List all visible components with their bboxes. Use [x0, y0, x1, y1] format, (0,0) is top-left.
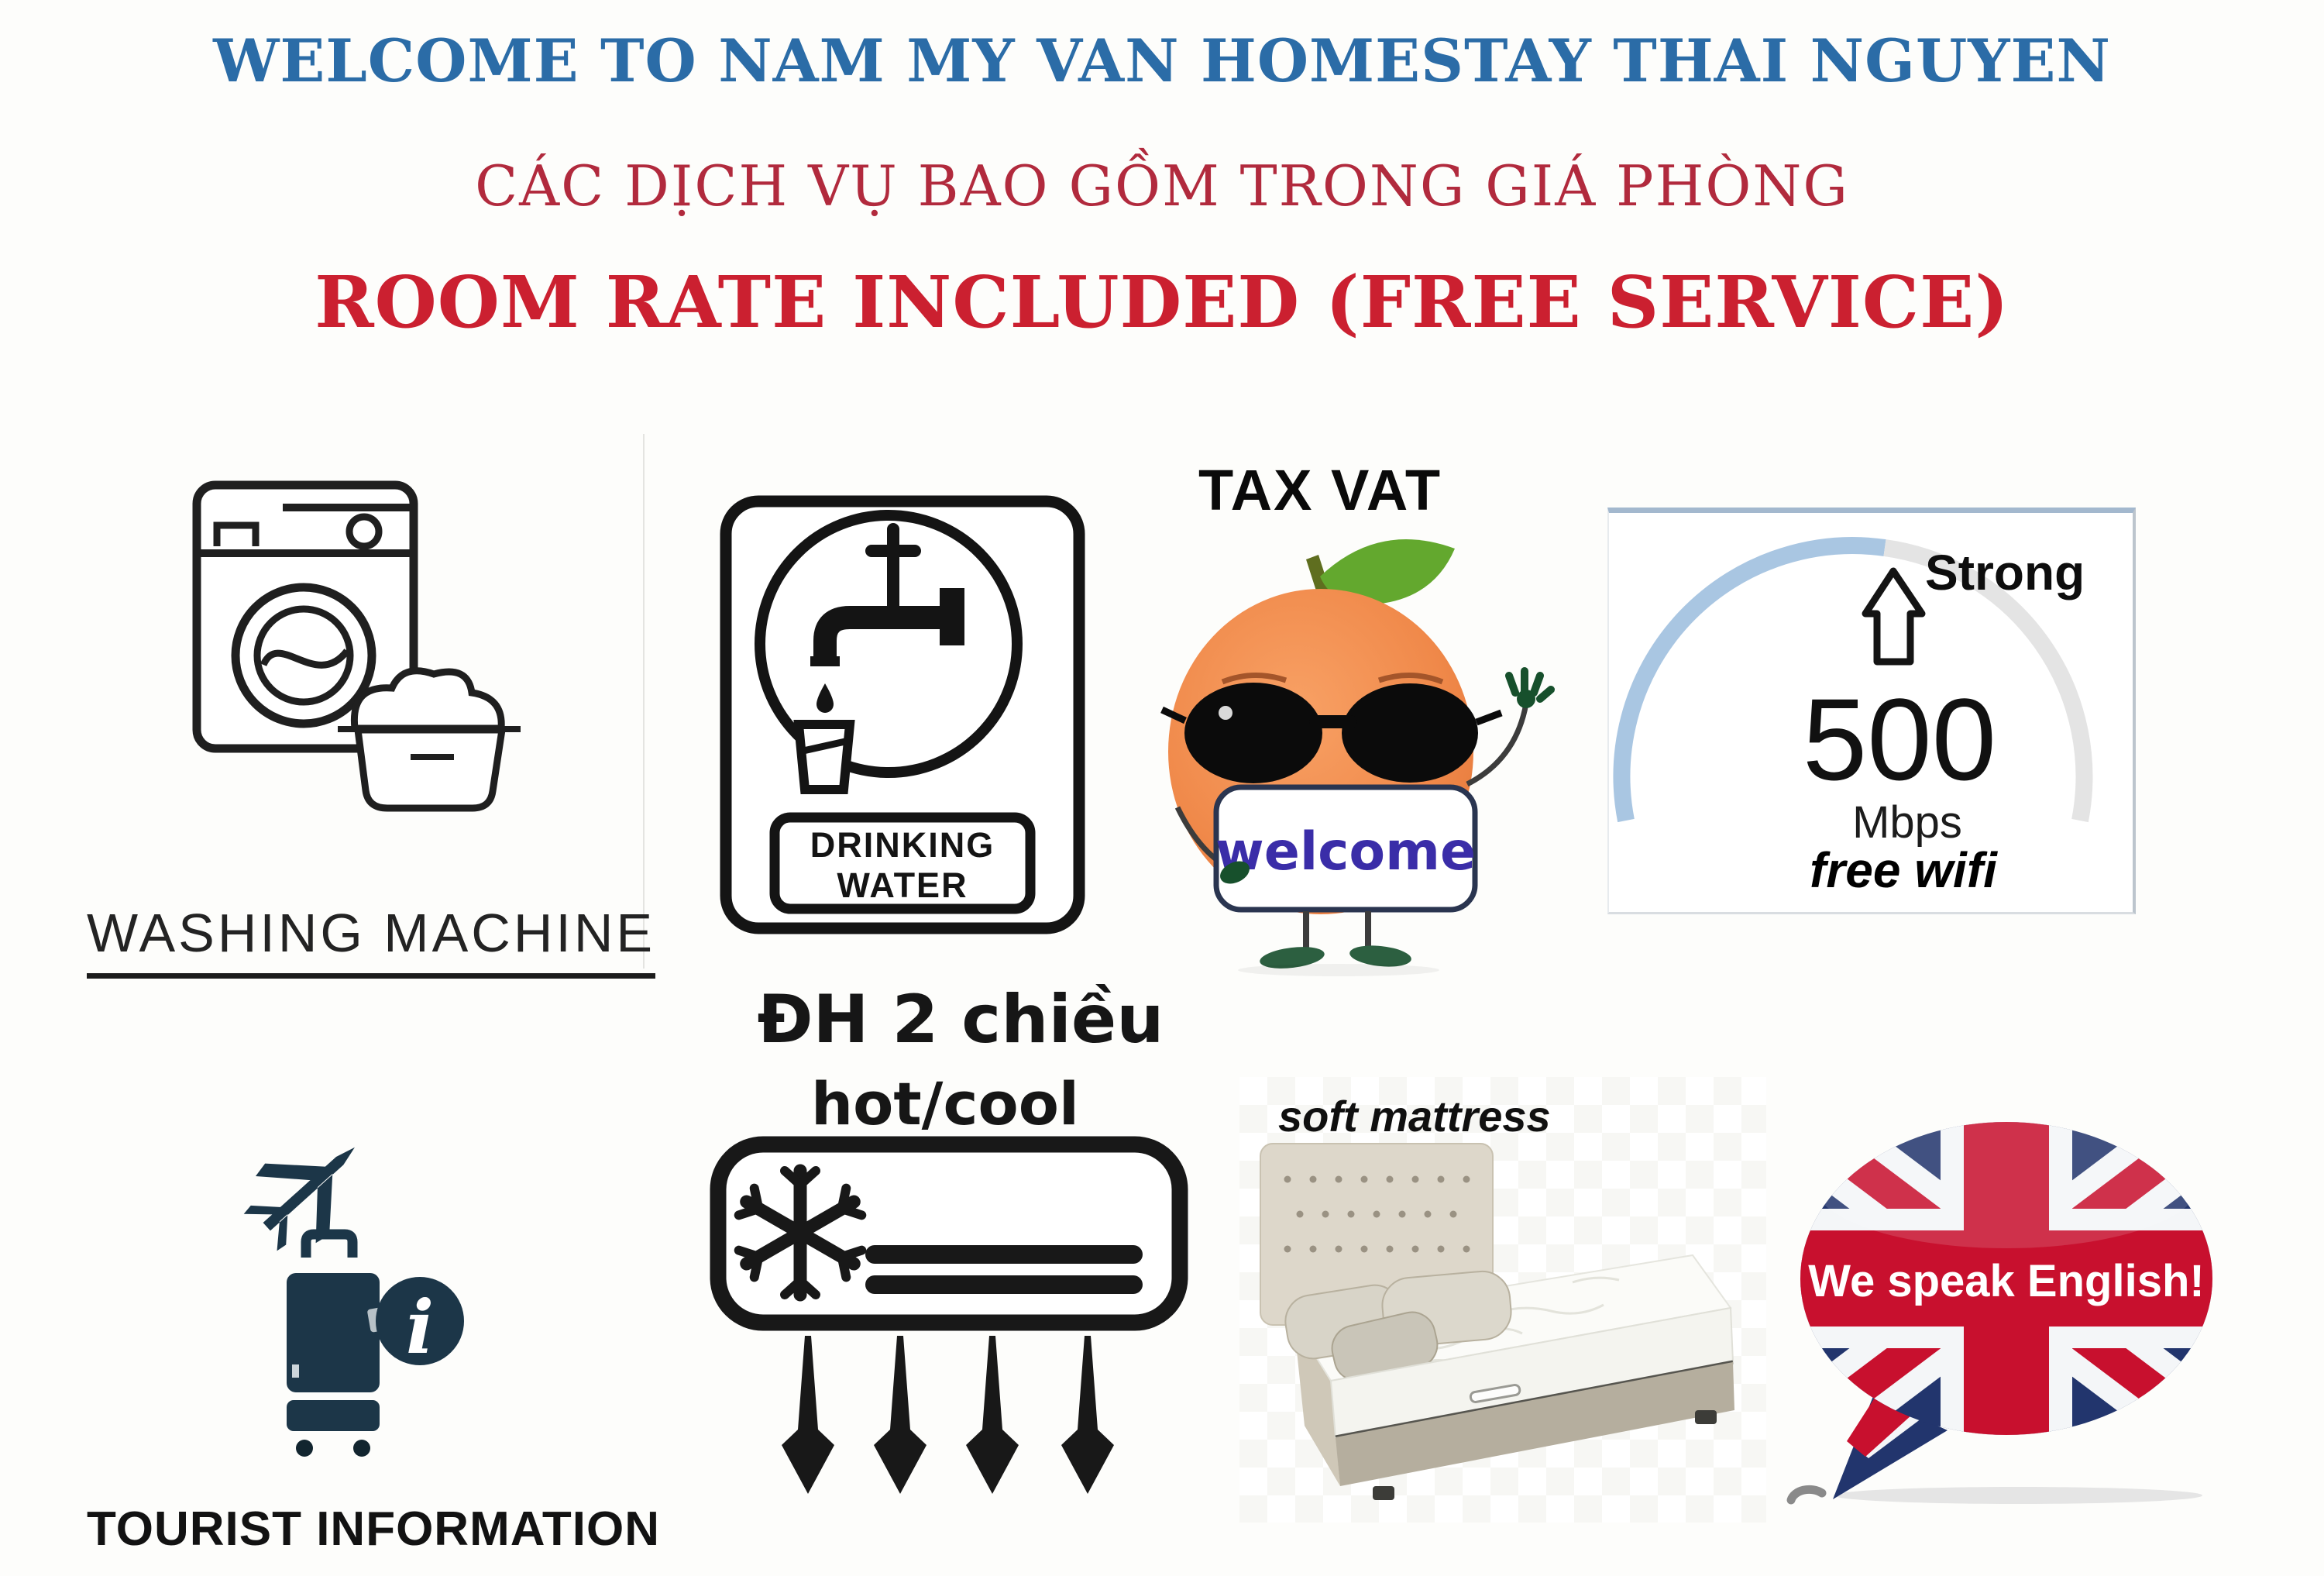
waving-hand-icon — [1505, 667, 1555, 708]
uk-flag-speech-bubble-icon: We speak English! — [1786, 1122, 2212, 1505]
drinking-water-sign-icon: DRINKING WATER — [720, 495, 1085, 934]
snowflake-icon — [734, 1164, 867, 1302]
air-conditioner-title: ĐH 2 chiều — [757, 981, 1164, 1058]
glass-icon — [793, 720, 855, 794]
free-wifi-label: free wifi — [1810, 842, 1997, 898]
orange-mascot-icon: welcome — [1160, 539, 1555, 976]
airflow-arrows-icon — [782, 1336, 1114, 1494]
right-arm — [1466, 703, 1529, 787]
eyebrows — [1221, 673, 1444, 685]
small-gray-mark — [1786, 1485, 1827, 1505]
poster-title: WELCOME TO NAM MY VAN HOMESTAY THAI NGUY… — [213, 26, 2111, 95]
bed-illustration — [1260, 1143, 1734, 1500]
holding-hand-icon — [1220, 861, 1250, 884]
wifi-speed-gauge-icon — [1613, 537, 2093, 823]
tourist-information-label: TOURIST INFORMATION — [87, 1502, 660, 1556]
washing-machine-icon — [192, 480, 521, 812]
legs — [1303, 911, 1371, 950]
drinking-water-label-box — [769, 812, 1036, 914]
welcome-sign-text: welcome — [1215, 821, 1476, 883]
wifi-speed-value: 500 — [1802, 674, 1997, 804]
airplane-icon — [243, 1147, 355, 1251]
washing-machine-label: WASHING MACHINE — [87, 902, 656, 979]
poster-headline-english: ROOM RATE INCLUDED (FREE SERVICE) — [315, 260, 2009, 344]
wifi-speed-card: Strong 500 Mbps free wifi — [1607, 508, 2136, 914]
up-arrow-icon — [1862, 567, 1926, 666]
laundry-basket-icon — [338, 667, 521, 812]
tourist-information-icon: i — [243, 1147, 464, 1457]
air-conditioner-subtitle: hot/cool — [811, 1069, 1079, 1138]
gauge-arc-inactive — [1883, 539, 2093, 823]
speech-bubble-tail — [1833, 1396, 1948, 1499]
svg-text:i: i — [406, 1285, 434, 1371]
wifi-strength-label: Strong — [1925, 545, 2085, 600]
mascot-shadow — [1238, 964, 1439, 976]
pillows — [1284, 1270, 1512, 1382]
faucet-icon — [810, 523, 964, 666]
suitcase-icon — [287, 1229, 380, 1457]
wifi-speed-unit: Mbps — [1852, 797, 1962, 848]
feet-icon — [1260, 945, 1411, 969]
drinking-water-label-line1: DRINKING — [810, 825, 995, 865]
gauge-arc-active — [1613, 537, 1886, 823]
water-drop-icon — [816, 683, 834, 713]
bed-feet — [1373, 1410, 1717, 1500]
air-conditioner-icon — [710, 1136, 1188, 1494]
vent-slats — [865, 1245, 1143, 1294]
sunglasses-icon — [1160, 683, 1503, 783]
bed-base — [1336, 1362, 1734, 1486]
tax-vat-label: TAX VAT — [1198, 458, 1442, 522]
collage-divider-line — [643, 434, 645, 969]
washing-machine-body — [192, 480, 418, 753]
welcome-sign: welcome — [1213, 784, 1478, 913]
union-jack-flag — [1800, 1122, 2212, 1435]
soft-mattress-label: soft mattress — [1278, 1092, 1551, 1141]
drinking-water-label-line2: WATER — [837, 865, 968, 905]
bed-left-side — [1294, 1321, 1340, 1486]
info-badge-icon: i — [376, 1277, 464, 1371]
poster-subtitle-vietnamese: CÁC DỊCH VỤ BAO GỒM TRONG GIÁ PHÒNG — [475, 153, 1849, 219]
mattress-handle — [1469, 1383, 1521, 1403]
we-speak-english-label: We speak English! — [1808, 1256, 2204, 1306]
bubble-shadow — [1834, 1487, 2202, 1504]
